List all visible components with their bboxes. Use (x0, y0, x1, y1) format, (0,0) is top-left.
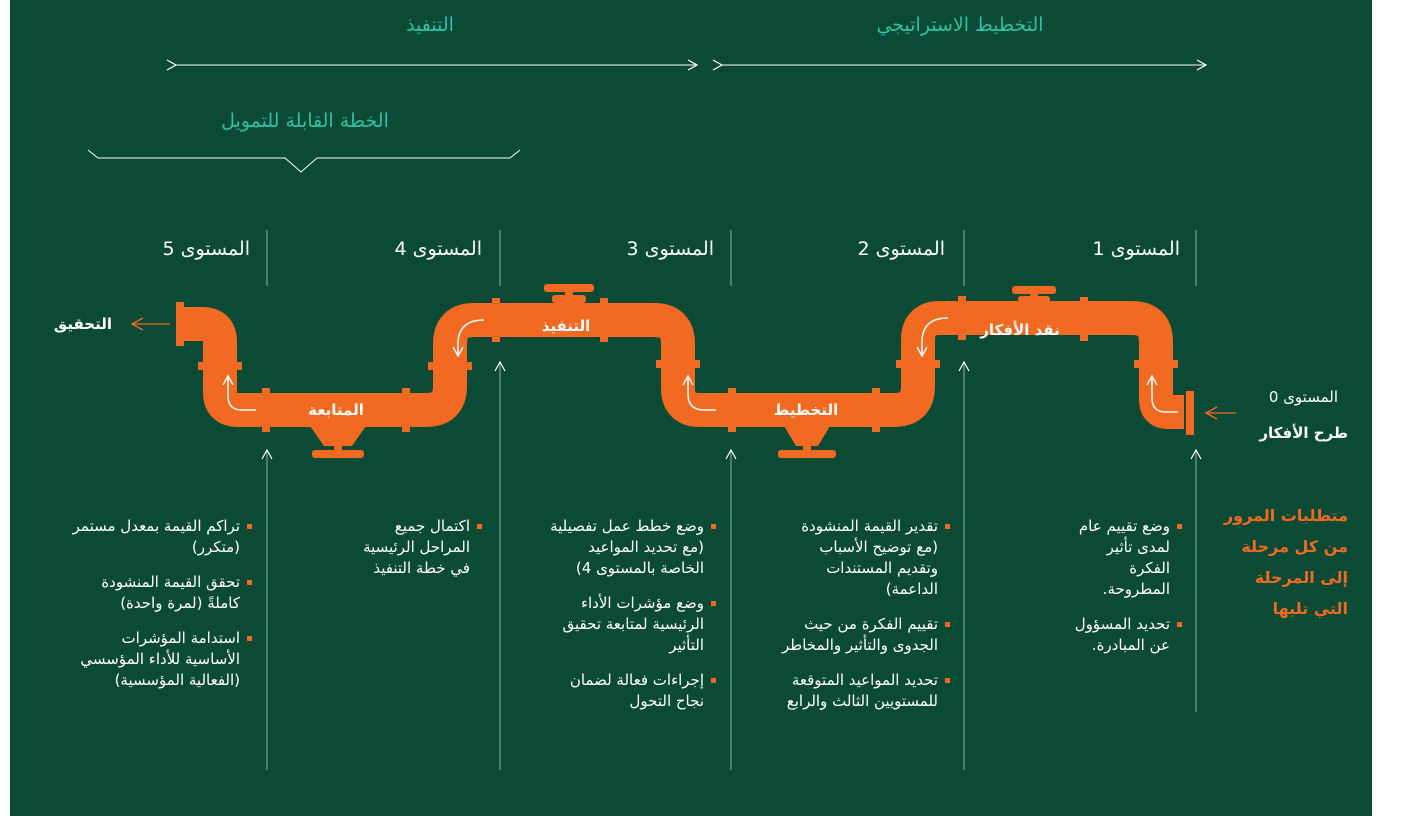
flow-line (916, 317, 949, 358)
level-3-requirements: وضع خطط عمل تفصيلية (مع تحديد المواعيد ا… (540, 516, 716, 726)
requirement-item: تراكم القيمة بمعدل مستمر (متكرر) (72, 516, 252, 558)
phase-strategic-planning-label: التخطيط الاستراتيجي (876, 14, 1044, 36)
level-5-label: المستوى 5 (162, 238, 250, 260)
level-0-label: المستوى 0 (1268, 388, 1338, 406)
level-3-label: المستوى 3 (626, 238, 714, 260)
requirement-item: تقييم الفكرة من حيث الجدوى والتأثير والم… (778, 614, 950, 656)
requirement-item: تحقق القيمة المنشودة كاملةً (لمرة واحدة) (72, 572, 252, 614)
phase-execution-label: التنفيذ (406, 14, 454, 36)
requirement-item: إجراءات فعالة لضمان نجاح التحول (540, 670, 716, 712)
level-2-label: المستوى 2 (857, 238, 945, 260)
flow-line (1146, 374, 1178, 413)
pipe-label-execution: التنفيذ (542, 317, 591, 335)
level-4-requirements: اكتمال جميع المراحل الرئيسية في خطة التن… (352, 516, 482, 593)
level-0-title: طرح الأفكار (1259, 424, 1348, 442)
outcome-label: التحقيق (53, 315, 112, 333)
level-1-label: المستوى 1 (1092, 238, 1180, 260)
level-2-requirements: تقدير القيمة المنشودة (مع توضيح الأسباب … (778, 516, 950, 726)
requirement-item: تحديد المواعيد المتوقعة للمستويين الثالث… (778, 670, 950, 712)
requirements-title: متطلبات المرور من كل مرحلة إلى المرحلة ا… (1223, 506, 1348, 618)
level-5-requirements: تراكم القيمة بمعدل مستمر (متكرر) تحقق ال… (72, 516, 252, 705)
valve-icon (1012, 286, 1056, 304)
requirement-item: استدامة المؤشرات الأساسية للأداء المؤسسي… (72, 628, 252, 691)
level-4-label: المستوى 4 (394, 238, 482, 260)
requirement-item: وضع خطط عمل تفصيلية (مع تحديد المواعيد ا… (540, 516, 716, 579)
requirement-item: اكتمال جميع المراحل الرئيسية في خطة التن… (352, 516, 482, 579)
phase-fundable-plan-label: الخطة القابلة للتمويل (221, 110, 389, 132)
requirement-item: تحديد المسؤول عن المبادرة. (1062, 614, 1182, 656)
pipe-label-idea-review: نقد الأفكار (979, 321, 1059, 339)
pipe-label-monitoring: المتابعة (308, 401, 364, 419)
flow-line (222, 374, 256, 411)
flow-line (682, 374, 716, 411)
pipe-flanges (176, 296, 1194, 435)
requirement-item: وضع تقييم عام لمدى تأثير الفكرة المطروحة… (1062, 516, 1182, 600)
valve-icon (544, 284, 594, 303)
flow-line (452, 319, 485, 358)
level-1-requirements: وضع تقييم عام لمدى تأثير الفكرة المطروحة… (1062, 516, 1182, 670)
fundable-plan-brace (87, 149, 521, 173)
requirement-item: وضع مؤشرات الأداء الرئيسية لمتابعة تحقيق… (540, 593, 716, 656)
valve-icon (310, 426, 366, 458)
requirement-item: تقدير القيمة المنشودة (مع توضيح الأسباب … (778, 516, 950, 600)
pipe-label-planning: التخطيط (774, 401, 839, 419)
valve-icon (778, 426, 836, 458)
